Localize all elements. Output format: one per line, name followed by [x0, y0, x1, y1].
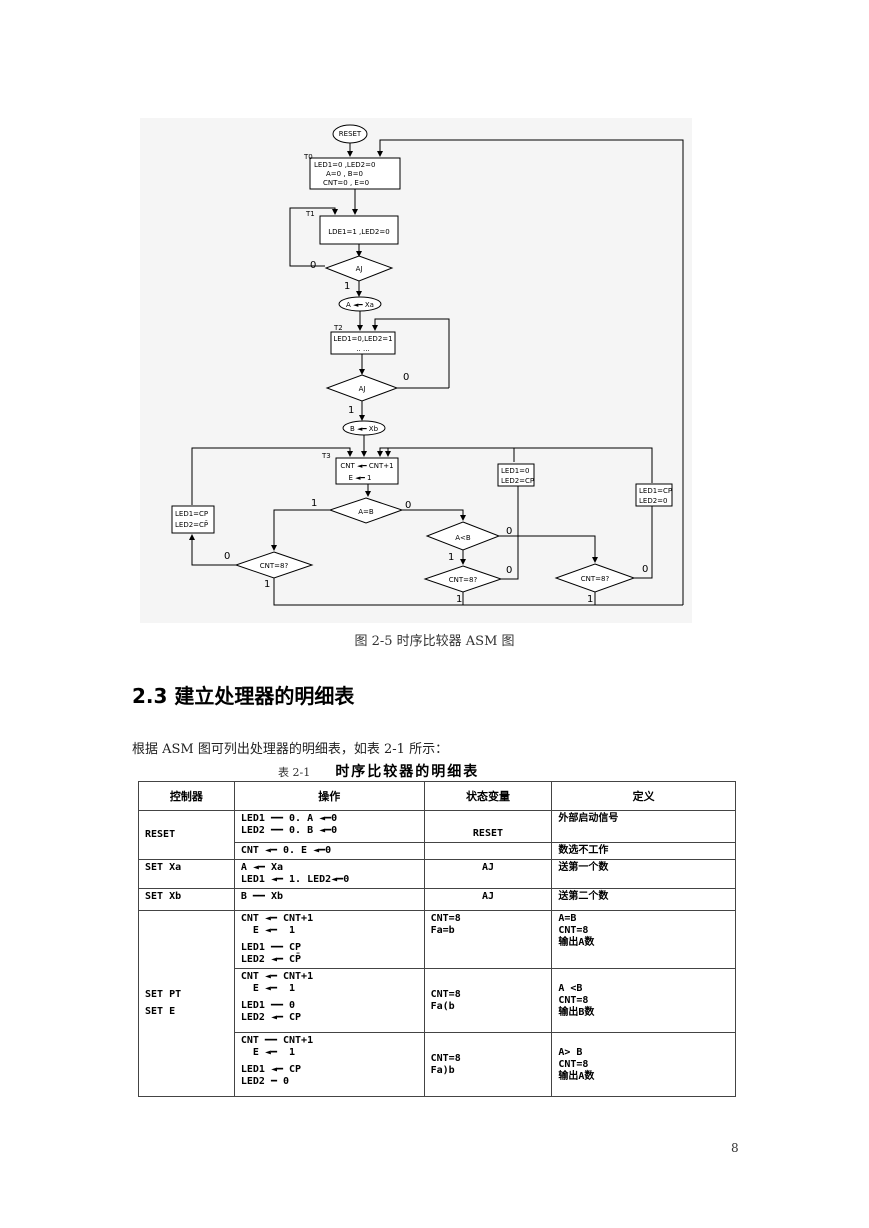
- t0-label: T0: [303, 153, 313, 161]
- box3-line1: CNT ◄━ CNT+1: [340, 462, 393, 470]
- ctrl-setxa: SET Xa: [138, 859, 235, 889]
- altb-one-label: 1: [448, 552, 454, 563]
- body-paragraph: 根据 ASM 图可列出处理器的明细表，如表 2-1 所示：: [132, 742, 449, 757]
- cnt2-zero-label: 0: [506, 565, 512, 576]
- asm-diagram: RESET T0 LED1=0 ,LED2=0 A=0 , B=0 CNT=0 …: [140, 118, 692, 623]
- detail-table: 控制器 操作 状态变量 定义 RESET LED1 ━━ 0. A ◄━0 LE…: [138, 781, 736, 1097]
- a-xa-text: A ◄━ Xa: [346, 301, 374, 309]
- table-number: 表 2-1: [278, 766, 311, 779]
- table-row: CNT ━━ CNT+1 E ◄━ 1 LED1 ◄━ CP LED2 ━ 0 …: [139, 1032, 736, 1097]
- led-box3-line2: LED2=0: [639, 497, 668, 505]
- header-state: 状态变量: [423, 781, 553, 811]
- altb-zero-label: 0: [506, 526, 512, 537]
- cnt1-one-label: 1: [264, 579, 270, 590]
- state-setpt-2: CNT=8 Fa(b: [423, 968, 553, 1033]
- def-setxb: 送第二个数: [551, 888, 736, 911]
- aj2-one-label: 1: [348, 405, 354, 416]
- op-reset-1: LED1 ━━ 0. A ◄━0 LED2 ━━ 0. B ◄━0: [233, 810, 425, 843]
- figure-caption: 图 2-5 时序比较器 ASM 图: [354, 634, 515, 649]
- t2-label: T2: [333, 324, 343, 332]
- cnt3-zero-label: 0: [642, 564, 648, 575]
- state-setpt-3: CNT=8 Fa)b: [423, 1032, 553, 1097]
- def-setpt-3: A> B CNT=8 输出A数: [551, 1032, 736, 1097]
- header-operation: 操作: [233, 781, 425, 811]
- aj2-text: AJ: [359, 385, 366, 393]
- box1-text: LDE1=1 ,LED2=0: [328, 228, 389, 236]
- aj1-text: AJ: [356, 265, 363, 273]
- altb-text: A<B: [455, 534, 471, 542]
- b-xb-text: B ◄━ Xb: [350, 425, 379, 433]
- ctrl-setxb: SET Xb: [138, 888, 235, 911]
- led-box1-line2: LED2=CP̄: [175, 520, 208, 529]
- table-row: RESET LED1 ━━ 0. A ◄━0 LED2 ━━ 0. B ◄━0 …: [138, 810, 736, 860]
- reset-node: RESET: [339, 130, 362, 138]
- def-setpt-1: A=B CNT=8 输出A数: [551, 910, 736, 969]
- led-box2-line1: LED1=0: [501, 467, 530, 475]
- table-name: 时序比较器的明细表: [335, 764, 480, 780]
- table-row: CNT ◄━ 0. E ◄━0 数选不工作: [139, 842, 736, 860]
- op-setpt-1: CNT ◄━ CNT+1 E ◄━ 1 LED1 ━━ CP LED2 ◄━ C…: [233, 910, 425, 969]
- box3-line2: E ◄━ 1: [349, 474, 372, 482]
- def-setxa: 送第一个数: [551, 859, 736, 889]
- led-box3-line1: LED1=CP: [639, 487, 672, 495]
- cnt8-text-1: CNT=8?: [260, 562, 289, 570]
- aj2-zero-label: 0: [403, 372, 409, 383]
- op-setpt-2: CNT ◄━ CNT+1 E ◄━ 1 LED1 ━━ 0 LED2 ◄━ CP: [233, 968, 425, 1033]
- ctrl-reset: RESET: [138, 810, 235, 860]
- aj1-zero-label: 0: [310, 260, 316, 271]
- state-setpt-1: CNT=8 Fa=b: [423, 910, 553, 969]
- table-row: CNT ◄━ CNT+1 E ◄━ 1 LED1 ━━ 0 LED2 ◄━ CP…: [139, 968, 736, 1033]
- page-number: 8: [731, 1141, 739, 1155]
- table-row: SET PT SET E CNT ◄━ CNT+1 E ◄━ 1 LED1 ━━…: [138, 910, 736, 1097]
- table-title: 表 2-1 时序比较器的明细表: [278, 761, 479, 781]
- state-reset-2: [423, 842, 553, 860]
- state-setxb: AJ: [423, 888, 553, 911]
- aeqb-one-label: 1: [311, 498, 317, 509]
- op-setxa: A ◄━ Xa LED1 ◄━ 1. LED2◄━0: [233, 859, 425, 889]
- op-setxb: B ━━ Xb: [233, 888, 425, 911]
- led-box1-line1: LED1=CP: [175, 510, 208, 518]
- aeqb-zero-label: 0: [405, 500, 411, 511]
- section-title: 2.3 建立处理器的明细表: [132, 684, 355, 708]
- op-reset-2: CNT ◄━ 0. E ◄━0: [233, 842, 425, 860]
- aeqb-text: A=B: [358, 508, 374, 516]
- ctrl-setpt: SET PT SET E: [138, 910, 235, 1097]
- cnt8-text-3: CNT=8?: [581, 575, 610, 583]
- aj1-one-label: 1: [344, 281, 350, 292]
- box2-line1: LED1=0,LED2=1: [333, 335, 392, 343]
- table-header-row: 控制器 操作 状态变量 定义: [138, 781, 736, 811]
- header-controller: 控制器: [138, 781, 235, 811]
- def-reset-1: 外部启动信号: [551, 810, 736, 843]
- def-reset-2: 数选不工作: [551, 842, 736, 860]
- table-row: SET Xa A ◄━ Xa LED1 ◄━ 1. LED2◄━0 AJ 送第一…: [138, 859, 736, 889]
- header-definition: 定义: [551, 781, 736, 811]
- box0-line2: A=0 , B=0: [326, 170, 363, 178]
- op-setpt-3: CNT ━━ CNT+1 E ◄━ 1 LED1 ◄━ CP LED2 ━ 0: [233, 1032, 425, 1097]
- t1-label: T1: [305, 210, 315, 218]
- cnt3-one-label: 1: [587, 594, 593, 605]
- led-box2-line2: LED2=CP: [501, 477, 534, 485]
- state-setxa: AJ: [423, 859, 553, 889]
- box0-line3: CNT=0 , E=0: [323, 179, 369, 187]
- t3-label: T3: [321, 452, 331, 460]
- cnt2-one-label: 1: [456, 594, 462, 605]
- cnt8-text-2: CNT=8?: [449, 576, 478, 584]
- state-reset: RESET: [423, 810, 553, 843]
- box0-line1: LED1=0 ,LED2=0: [314, 161, 375, 169]
- box2-line2: .. ...: [356, 345, 369, 353]
- def-setpt-2: A <B CNT=8 输出B数: [551, 968, 736, 1033]
- cnt1-zero-label: 0: [224, 551, 230, 562]
- table-row: SET Xb B ━━ Xb AJ 送第二个数: [138, 888, 736, 911]
